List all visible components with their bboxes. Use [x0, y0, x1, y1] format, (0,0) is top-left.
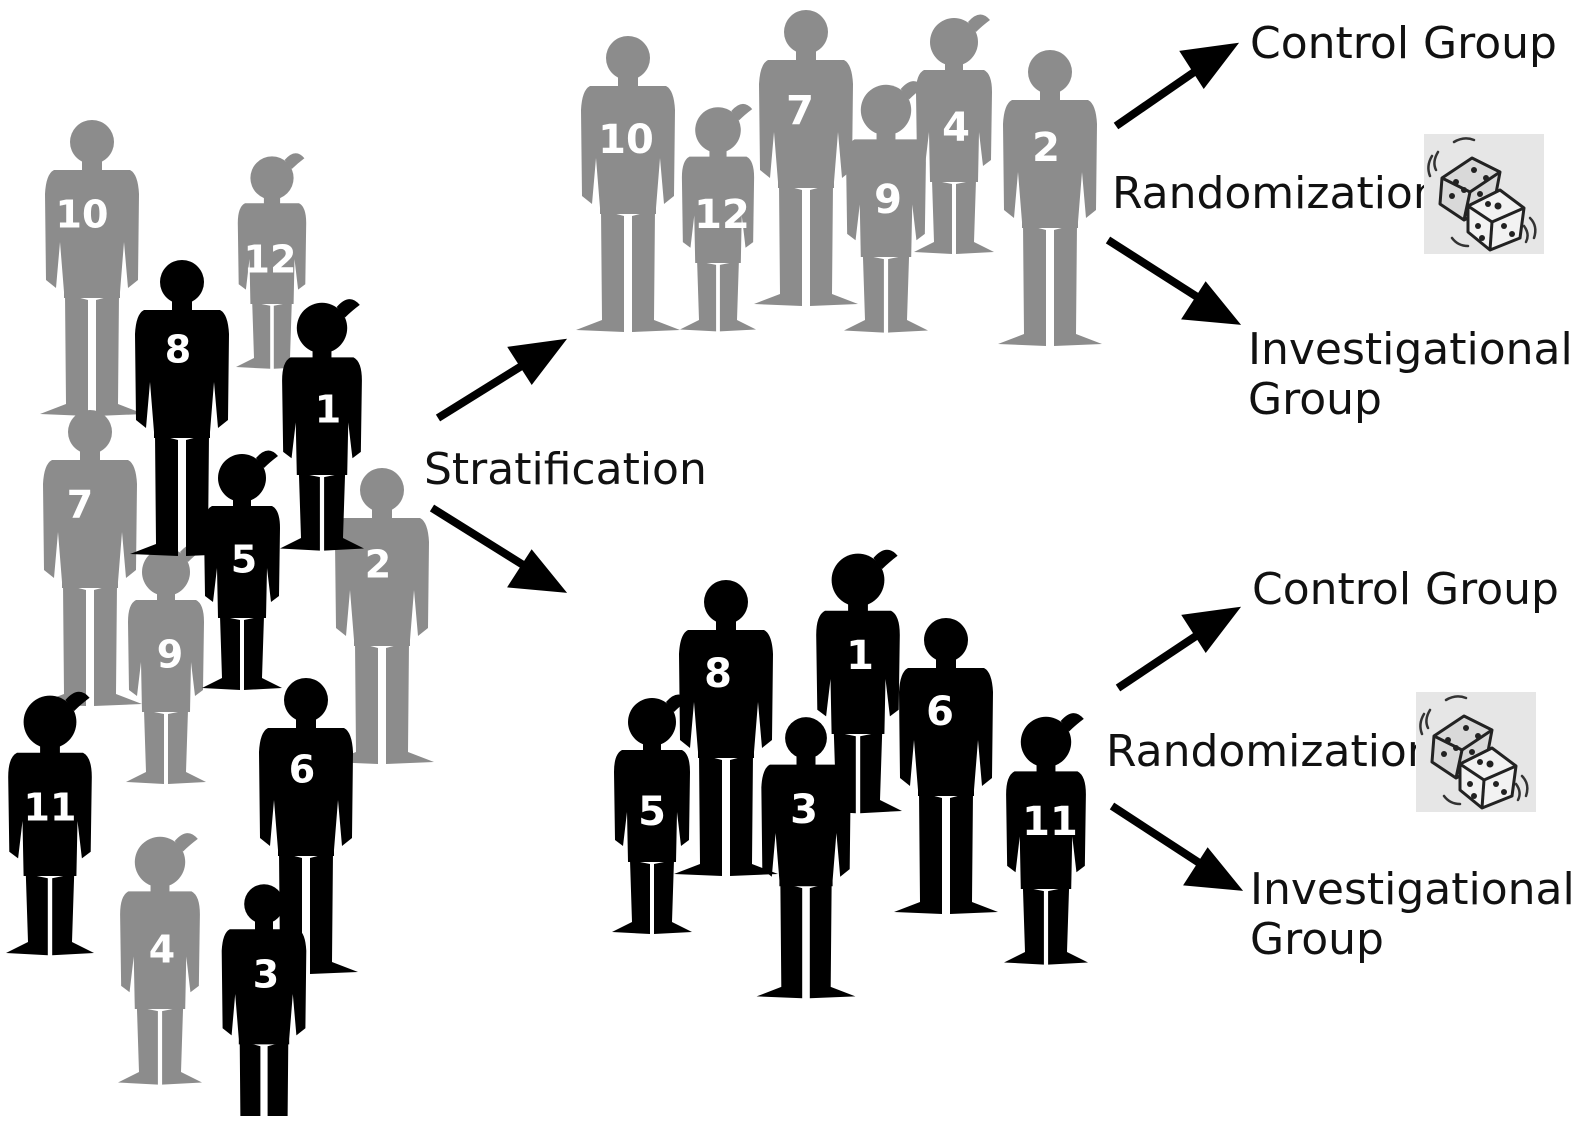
- pool-crowd: 10 12 7 2 9 4 8 1 5 11 6 3: [5, 120, 434, 1121]
- bottom-randomization-arrows: [1109, 606, 1244, 891]
- arrow-icon: [429, 504, 531, 572]
- bottom-stratum-group: [612, 549, 1088, 999]
- person-figure-icon: [576, 36, 680, 332]
- arrowhead: [507, 549, 568, 593]
- arrow-icon: [1109, 802, 1207, 870]
- stratification-arrows: [429, 338, 568, 593]
- person-figure-icon: [754, 10, 858, 306]
- figure-number: 3: [790, 787, 818, 833]
- bottom-investigational-group-label: Group: [1250, 914, 1384, 965]
- person-figure-icon: [894, 618, 998, 914]
- arrowhead: [1181, 281, 1242, 325]
- arrow-icon: [1105, 236, 1205, 304]
- figure-number: 11: [24, 786, 77, 830]
- figure-number: 3: [253, 953, 279, 997]
- top-randomization-label: Randomization: [1112, 168, 1441, 219]
- figure-number: 1: [315, 388, 341, 432]
- figure-number: 10: [56, 193, 109, 237]
- bottom-randomization-label: Randomization: [1106, 726, 1435, 777]
- top-investigational-label: Investigational: [1248, 324, 1573, 375]
- figure-number: 6: [289, 748, 315, 792]
- arrow-icon: [435, 358, 531, 422]
- figure-number: 1: [846, 633, 874, 679]
- arrow-icon: [1115, 628, 1205, 692]
- figure-number: 5: [231, 538, 257, 582]
- figure-number: 7: [67, 483, 93, 527]
- figure-number: 2: [1032, 125, 1060, 171]
- stratification-label: Stratification: [424, 444, 707, 495]
- arrow-icon: [1113, 64, 1203, 130]
- arrowhead: [1179, 42, 1240, 89]
- bottom-investigational-label: Investigational: [1250, 864, 1575, 915]
- arrowhead: [507, 338, 568, 385]
- figure-number: 9: [874, 177, 902, 223]
- figure-number: 12: [244, 238, 297, 282]
- figure-number: 8: [704, 651, 732, 697]
- figure-number: 4: [149, 928, 175, 972]
- figure-number: 5: [638, 789, 666, 835]
- figure-number: 7: [786, 88, 814, 134]
- figure-number: 9: [157, 633, 183, 677]
- figure-number: 4: [942, 105, 970, 151]
- top-investigational-group-label: Group: [1248, 374, 1382, 425]
- dice-icon: [1422, 132, 1546, 256]
- figure-number: 2: [365, 543, 391, 587]
- dice-icon: [1414, 690, 1538, 814]
- figure-number: 8: [165, 328, 191, 372]
- figure-number: 11: [1022, 799, 1078, 845]
- top-randomization-arrows: [1105, 42, 1242, 325]
- figure-number: 6: [926, 689, 954, 735]
- person-figure-icon: [998, 50, 1102, 346]
- arrowhead: [1181, 606, 1242, 653]
- top-control-group-label: Control Group: [1250, 18, 1557, 69]
- figure-number: 12: [694, 192, 750, 238]
- figure-number: 10: [598, 117, 654, 163]
- top-stratum-group: [576, 10, 1102, 346]
- bottom-control-group-label: Control Group: [1252, 564, 1559, 615]
- arrowhead: [1183, 847, 1244, 891]
